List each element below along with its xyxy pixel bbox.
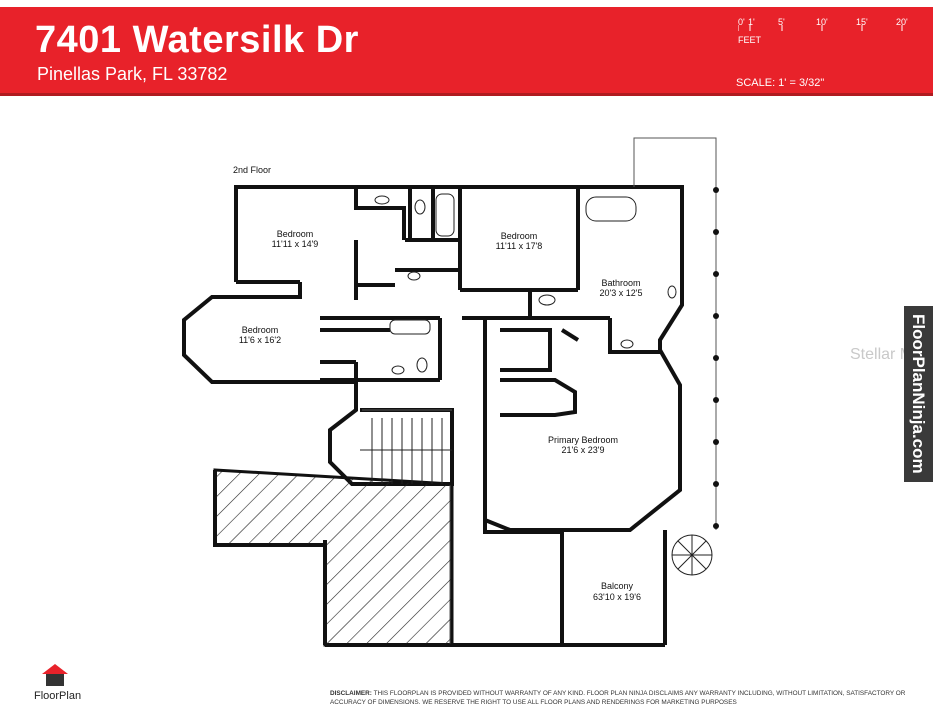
scale-ratio: SCALE: 1' = 3/32" xyxy=(736,77,825,89)
room-name: Balcony xyxy=(601,581,634,591)
room-dims: 20'3 x 12'5 xyxy=(600,288,643,298)
property-address: 7401 Watersilk Dr xyxy=(35,19,359,61)
scale-bar-graphic xyxy=(738,25,903,31)
staircase xyxy=(360,418,452,484)
scale-tick-label: 15' xyxy=(856,17,868,27)
room-dims: 11'11 x 17'8 xyxy=(496,241,543,251)
room-dims: 11'11 x 14'9 xyxy=(272,239,319,249)
disclaimer-label: DISCLAIMER: xyxy=(330,690,372,697)
scale-bar: 0' 1' 5' 10' 15' 20' FEET xyxy=(738,13,918,53)
floorplan-logo: FloorPlan xyxy=(34,662,94,714)
header-banner: 7401 Watersilk Dr Pinellas Park, FL 3378… xyxy=(0,7,933,96)
room-dims: 11'6 x 16'2 xyxy=(239,335,281,345)
room-dims: 21'6 x 23'9 xyxy=(562,445,605,455)
logo-wordmark: FloorPlan xyxy=(34,690,82,702)
disclaimer: DISCLAIMER: THIS FLOORPLAN IS PROVIDED W… xyxy=(330,690,920,707)
property-city: Pinellas Park, FL 33782 xyxy=(37,64,228,84)
scale-tick-label: 10' xyxy=(816,17,828,27)
roof-deck-hatch xyxy=(213,468,454,647)
disclaimer-text: THIS FLOORPLAN IS PROVIDED WITHOUT WARRA… xyxy=(330,690,906,706)
scale-tick-label: 20' xyxy=(896,17,908,27)
railing-posts xyxy=(713,187,719,529)
room-name: Bathroom xyxy=(601,278,640,288)
fixtures xyxy=(374,193,713,576)
house-logo-icon xyxy=(42,664,68,686)
room-dims: 63'10 x 19'6 xyxy=(593,592,641,602)
room-name: Primary Bedroom xyxy=(548,435,618,445)
scale-units-label: FEET xyxy=(738,35,762,45)
floor-plan-drawing: 2nd Floor xyxy=(182,137,719,647)
scale-tick-label: 5' xyxy=(778,17,785,27)
scale-tick-label: 0' xyxy=(738,17,745,27)
floor-label: 2nd Floor xyxy=(233,165,271,175)
scale-tick-label: 1' xyxy=(748,17,755,27)
room-name: Bedroom xyxy=(501,231,538,241)
room-name: Bedroom xyxy=(277,229,314,239)
room-name: Bedroom xyxy=(242,325,279,335)
side-brand-tab[interactable]: FloorPlanNinja.com xyxy=(904,306,933,482)
